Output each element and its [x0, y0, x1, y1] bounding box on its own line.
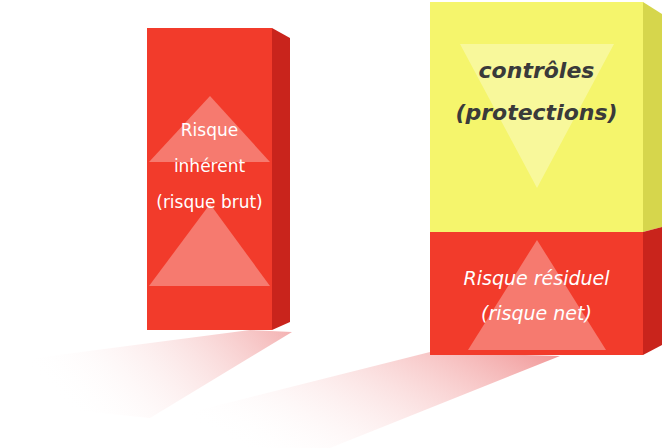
risk-box: Risque résiduel (risque net) — [430, 232, 643, 355]
arrow-triangle — [149, 204, 270, 286]
box-side — [643, 2, 662, 232]
box-label: Risque inhérent (risque brut) — [153, 113, 266, 220]
arrow-triangle — [147, 28, 272, 330]
arrow-triangle — [468, 240, 606, 350]
box-label: Risque résiduel (risque net) — [438, 261, 635, 329]
ground-shadow — [140, 352, 560, 448]
box-side — [643, 227, 662, 355]
box-side — [272, 28, 290, 330]
arrow-triangle — [430, 232, 643, 355]
risk-box: Risque inhérent (risque brut) — [147, 28, 272, 330]
box-label: contrôles (protections) — [438, 50, 635, 134]
controls-box: contrôles (protections) — [430, 2, 643, 232]
